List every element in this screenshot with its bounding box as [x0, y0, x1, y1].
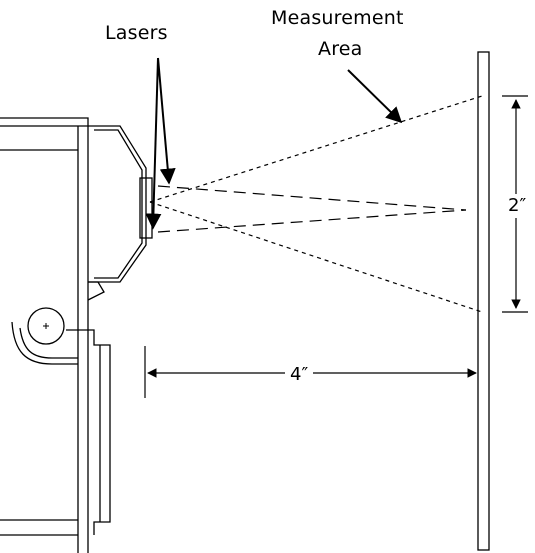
- lasers-label: Lasers: [105, 22, 168, 44]
- distance-dimension-label: 4″: [285, 364, 314, 386]
- lasers-pointer-arrows: [145, 57, 176, 230]
- height-dimension-label: 2″: [506, 194, 529, 218]
- sensor-device: [0, 117, 153, 553]
- measurement-area-label-line1: Measurement: [271, 7, 404, 29]
- knob-crosshair-icon: [43, 323, 49, 329]
- laser-beams: [149, 95, 483, 313]
- measurement-area-label-line2: Area: [318, 38, 363, 60]
- measurement-area-pointer-arrow: [347, 69, 403, 124]
- target-plate: [477, 51, 490, 551]
